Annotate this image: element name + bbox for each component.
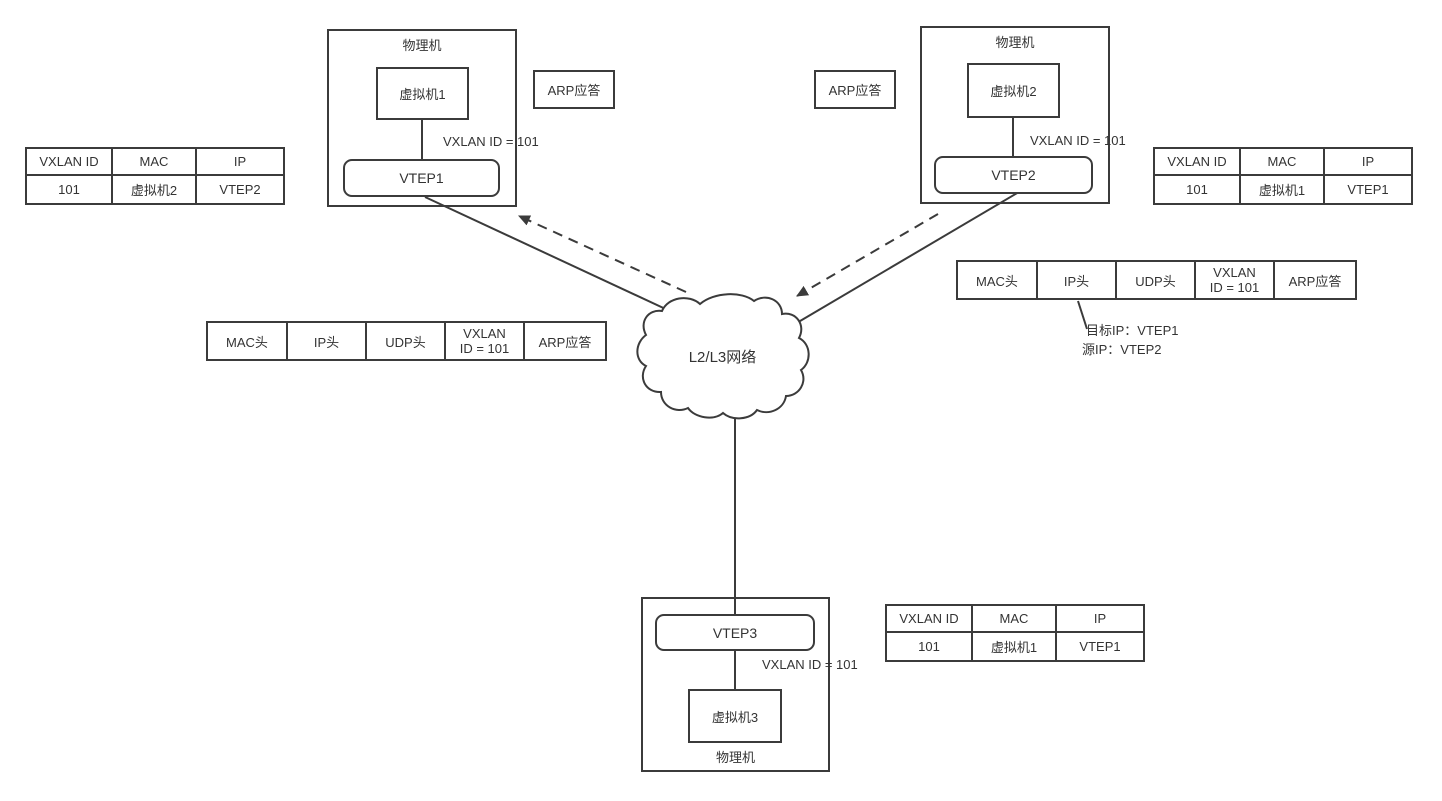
machine2-box: 物理机 xyxy=(920,26,1110,204)
table-header-cell: MAC xyxy=(113,149,197,176)
table-data-cell: VTEP1 xyxy=(1079,639,1121,654)
machine2-label: 物理机 xyxy=(995,35,1035,50)
table-data-cell: 101 xyxy=(887,633,973,660)
vtep1-box: VTEP1 xyxy=(343,159,500,197)
mapping-table-right: VXLAN ID MAC IP 101 虚拟机1 VTEP1 xyxy=(1153,147,1413,205)
table-header-cell: IP xyxy=(1325,149,1411,176)
arp-reply-badge-right: ARP应答 xyxy=(814,70,896,109)
vm2-box: 虚拟机2 xyxy=(967,63,1060,118)
packet-cell-udp: UDP头 xyxy=(367,323,446,359)
table-header-cell: VXLAN ID xyxy=(887,606,973,633)
arp-reply-arrow-to-cloud xyxy=(796,213,939,297)
table-data-cell: VTEP2 xyxy=(219,182,261,197)
packet-cell-udp: UDP头 xyxy=(1117,262,1196,298)
packet-cell-ip: IP头 xyxy=(1038,262,1117,298)
mapping-table-left: VXLAN ID MAC IP 101 虚拟机2 VTEP2 xyxy=(25,147,285,205)
cloud-shape xyxy=(636,293,810,420)
packet-table-left: MAC头 IP头 UDP头 VXLAN ID = 101 ARP应答 xyxy=(206,321,607,361)
vm3-box: 虚拟机3 xyxy=(688,689,782,743)
arp-reply-arrow-to-vtep1 xyxy=(518,215,687,293)
table-header-cell: VXLAN ID xyxy=(1155,149,1241,176)
machine3-box: 物理机 xyxy=(641,597,830,772)
table-data-cell: 虚拟机1 xyxy=(973,633,1057,660)
table-data-cell: 虚拟机1 xyxy=(1241,176,1325,203)
packet-cell-vxlan: VXLAN ID = 101 xyxy=(446,323,525,359)
vxlan-id-label-1: VXLAN ID = 101 xyxy=(443,134,539,149)
cloud-label: L2/L3网络 xyxy=(688,349,757,366)
mapping-table-bottom: VXLAN ID MAC IP 101 虚拟机1 VTEP1 xyxy=(885,604,1145,662)
table-data-cell: VTEP1 xyxy=(1347,182,1389,197)
table-header-cell: MAC xyxy=(973,606,1057,633)
vtep2-cloud-link xyxy=(794,188,1025,325)
packet-cell-payload: ARP应答 xyxy=(538,334,592,350)
table-header-cell: VXLAN ID xyxy=(27,149,113,176)
packet-cell-mac: MAC头 xyxy=(958,262,1038,298)
table-header-cell: MAC xyxy=(1241,149,1325,176)
vm1-box: 虚拟机1 xyxy=(376,67,469,120)
arp-reply-badge-left: ARP应答 xyxy=(533,70,615,109)
vxlan-id-label-2: VXLAN ID = 101 xyxy=(1030,133,1126,148)
packet-cell-mac: MAC头 xyxy=(208,323,288,359)
table-data-cell: 101 xyxy=(1155,176,1241,203)
annotation-target-ip: 目标IP：VTEP1 xyxy=(1086,323,1179,338)
table-header-cell: IP xyxy=(197,149,283,176)
annotation-leader-line xyxy=(1077,300,1088,330)
vxlan-id-label-3: VXLAN ID = 101 xyxy=(762,657,858,672)
packet-cell-payload: ARP应答 xyxy=(1288,273,1342,289)
machine1-label: 物理机 xyxy=(402,38,442,53)
table-header-cell: IP xyxy=(1057,606,1143,633)
vtep2-box: VTEP2 xyxy=(934,156,1093,194)
table-data-cell: 101 xyxy=(27,176,113,203)
table-data-cell: 虚拟机2 xyxy=(113,176,197,203)
annotation-source-ip: 源IP：VTEP2 xyxy=(1082,342,1162,357)
packet-cell-ip: IP头 xyxy=(288,323,367,359)
machine3-label: 物理机 xyxy=(715,750,755,765)
packet-cell-vxlan: VXLAN ID = 101 xyxy=(1196,262,1275,298)
machine1-box: 物理机 xyxy=(327,29,517,207)
vtep1-cloud-link xyxy=(424,196,673,313)
packet-table-right: MAC头 IP头 UDP头 VXLAN ID = 101 ARP应答 xyxy=(956,260,1357,300)
vtep3-box: VTEP3 xyxy=(655,614,815,651)
ip-header-annotation: 目标IP：VTEP1 源IP：VTEP2 xyxy=(1082,321,1179,359)
